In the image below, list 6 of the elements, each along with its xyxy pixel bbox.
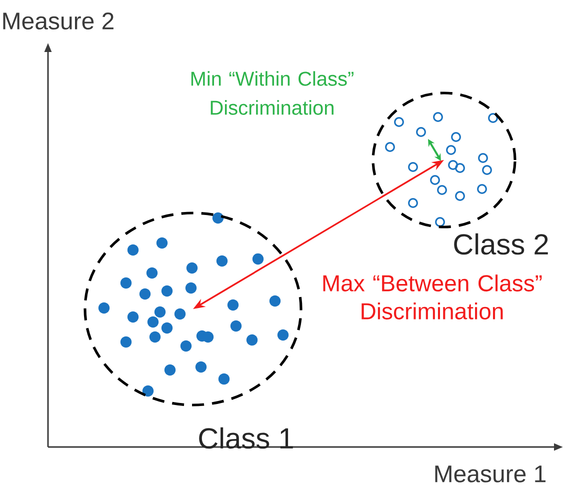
cluster-label: Class 1 — [199, 427, 293, 449]
edge-label: Max “Between Class” Discrimination — [323, 274, 542, 320]
axis-label: Measure 2 — [3, 12, 114, 30]
axis-label: Measure 1 — [435, 466, 546, 482]
cluster-label: Class 2 — [454, 233, 548, 255]
annotation: Min “Within Class” Discrimination — [191, 71, 354, 115]
